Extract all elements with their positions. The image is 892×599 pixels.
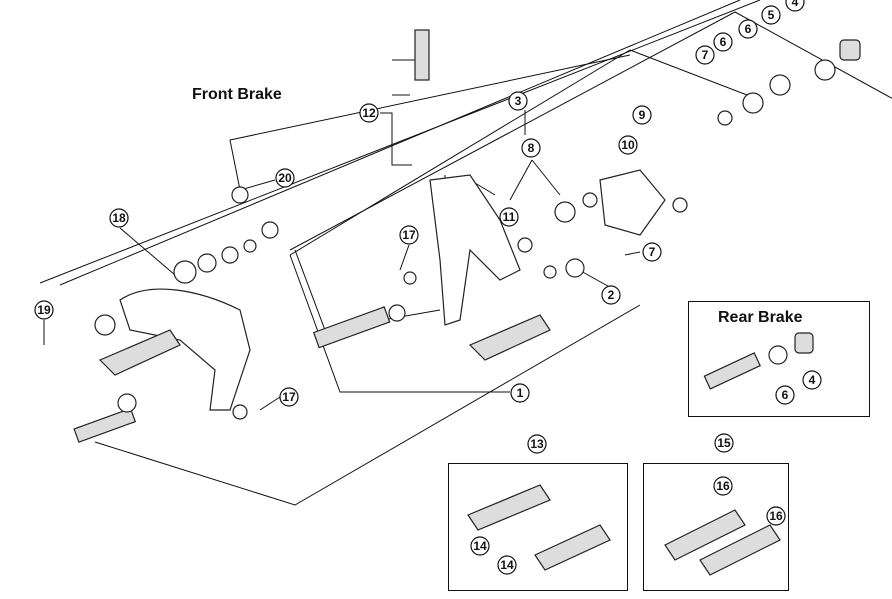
callout-16: 16 (713, 476, 733, 496)
callout-15: 15 (714, 433, 734, 453)
svg-text:5: 5 (768, 8, 775, 22)
callout-11: 11 (499, 207, 519, 227)
svg-text:4: 4 (792, 0, 799, 9)
mounting-bolt (312, 306, 391, 349)
callout-17: 17 (399, 225, 419, 245)
callout-6: 6 (738, 19, 758, 39)
svg-text:1: 1 (517, 386, 524, 400)
callout-4: 4 (785, 0, 805, 12)
rear-brake-box (688, 301, 870, 417)
callout-12: 12 (359, 103, 379, 123)
callout-5: 5 (761, 5, 781, 25)
callout-4: 4 (802, 370, 822, 390)
rear-brake-title: Rear Brake (718, 309, 803, 326)
svg-text:7: 7 (649, 245, 656, 259)
callout-18: 18 (109, 208, 129, 228)
svg-text:14: 14 (500, 558, 514, 572)
callout-layer: 1234566778910111213141415161617171819204… (34, 0, 822, 575)
callout-13: 13 (527, 434, 547, 454)
svg-text:17: 17 (282, 390, 296, 404)
pivot-bolt (73, 407, 137, 443)
svg-text:3: 3 (515, 94, 522, 108)
callout-16: 16 (766, 506, 786, 526)
svg-text:6: 6 (782, 388, 789, 402)
brake-shoe-arm (98, 329, 181, 376)
svg-text:16: 16 (716, 479, 730, 493)
svg-text:18: 18 (112, 211, 126, 225)
rear-brake-parts (703, 332, 814, 390)
callout-1: 1 (510, 383, 530, 403)
callout-19: 19 (34, 300, 54, 320)
svg-text:19: 19 (37, 303, 51, 317)
callout-6: 6 (713, 32, 733, 52)
svg-text:8: 8 (528, 141, 535, 155)
callout-17: 17 (279, 387, 299, 407)
svg-text:11: 11 (503, 210, 516, 224)
svg-text:2: 2 (608, 288, 615, 302)
brake-shoe-sets (467, 484, 781, 576)
callout-10: 10 (618, 135, 638, 155)
svg-text:17: 17 (402, 228, 416, 242)
callout-7: 7 (695, 45, 715, 65)
svg-text:9: 9 (639, 108, 646, 122)
svg-text:15: 15 (717, 436, 731, 450)
callout-2: 2 (601, 285, 621, 305)
svg-text:12: 12 (362, 106, 376, 120)
svg-text:7: 7 (702, 48, 709, 62)
svg-text:6: 6 (720, 35, 727, 49)
svg-text:20: 20 (278, 171, 292, 185)
callout-20: 20 (275, 168, 295, 188)
callout-7: 7 (642, 242, 662, 262)
brake-shoe-set-13-box (448, 463, 628, 591)
svg-text:16: 16 (769, 509, 783, 523)
front-brake-caliper-arm (429, 174, 521, 326)
callout-14: 14 (497, 555, 517, 575)
svg-text:10: 10 (621, 138, 635, 152)
svg-text:14: 14 (473, 539, 487, 553)
svg-text:6: 6 (745, 22, 752, 36)
callout-3: 3 (508, 91, 528, 111)
callout-9: 9 (632, 105, 652, 125)
callout-6: 6 (775, 385, 795, 405)
front-brake-title: Front Brake (192, 86, 282, 103)
cable-adjuster (414, 29, 430, 81)
svg-text:13: 13 (530, 437, 544, 451)
callout-8: 8 (521, 138, 541, 158)
front-brake-plate (599, 169, 666, 236)
brake-shoe-set-15-box (643, 463, 789, 591)
brake-shoe-front (468, 314, 551, 361)
front-brake-parts (73, 29, 861, 443)
front-brake-arm (119, 288, 251, 411)
svg-text:4: 4 (809, 373, 816, 387)
callout-14: 14 (470, 536, 490, 556)
